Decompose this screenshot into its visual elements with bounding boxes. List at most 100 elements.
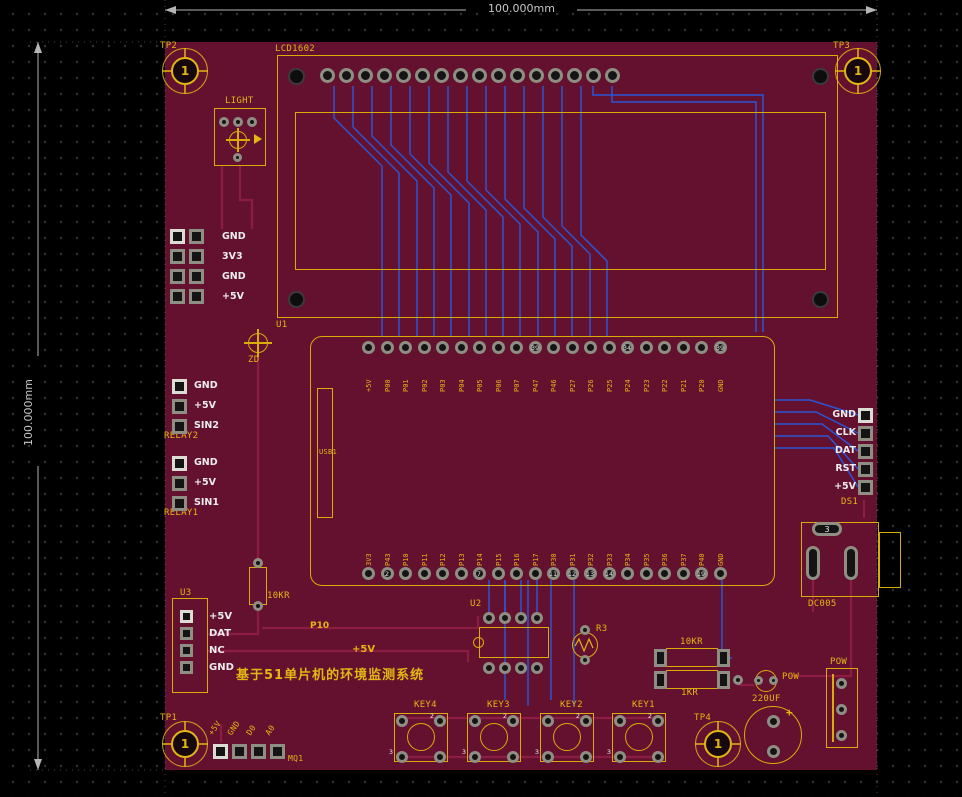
- mq1-pad[interactable]: [213, 744, 228, 759]
- header-pin-label[interactable]: +5V: [222, 291, 244, 302]
- key-outline[interactable]: [394, 713, 448, 762]
- testpoint-tp2[interactable]: 1: [162, 48, 208, 94]
- testpoint-tp4[interactable]: 1: [695, 721, 741, 767]
- cap-value[interactable]: 220UF: [752, 694, 781, 704]
- u2-pad[interactable]: [499, 662, 511, 674]
- u1-pin-label[interactable]: P46: [550, 379, 558, 392]
- u1-pad[interactable]: [436, 341, 449, 354]
- u1-pad[interactable]: [510, 341, 523, 354]
- u3-ref[interactable]: U3: [180, 588, 192, 598]
- relay1-ref[interactable]: RELAY1: [164, 508, 199, 518]
- u1-pad[interactable]: [492, 341, 505, 354]
- lcd-pad[interactable]: [529, 68, 544, 83]
- u1-pin-label[interactable]: P25: [606, 379, 614, 392]
- dc005-outline-ext[interactable]: [879, 532, 901, 588]
- u1-pin-label[interactable]: P03: [439, 379, 447, 392]
- u1-pad[interactable]: [547, 341, 560, 354]
- pow-led-pad[interactable]: [769, 676, 778, 685]
- u3-pin-label[interactable]: +5V: [209, 611, 233, 622]
- lcd-pad[interactable]: [339, 68, 354, 83]
- u1-pin-label[interactable]: P32: [587, 553, 595, 566]
- ds1-ref[interactable]: DS1: [841, 497, 859, 507]
- dimension-horizontal[interactable]: 100.000mm: [488, 2, 555, 15]
- u1-pin-label[interactable]: P43: [384, 553, 392, 566]
- u1-pin-label[interactable]: P13: [458, 553, 466, 566]
- testpoint-tp1[interactable]: 1: [162, 721, 208, 767]
- relay2-pad[interactable]: [172, 399, 187, 414]
- key-pad[interactable]: [652, 751, 664, 763]
- u1-outline[interactable]: [310, 336, 775, 586]
- u1-pad[interactable]: [695, 341, 708, 354]
- key-button-circle[interactable]: [407, 723, 435, 751]
- u3-pad[interactable]: [180, 661, 193, 674]
- header-pad[interactable]: [189, 269, 204, 284]
- u2-pad[interactable]: [515, 612, 527, 624]
- relay1-pin-label[interactable]: +5V: [194, 477, 216, 488]
- board-title-silkscreen[interactable]: 基于51单片机的环境监测系统: [236, 668, 425, 683]
- light-pad[interactable]: [233, 153, 242, 162]
- resistor-pad[interactable]: [654, 671, 667, 689]
- u1-pin-label[interactable]: P00: [384, 379, 392, 392]
- resistor-outline[interactable]: [666, 648, 718, 667]
- key-ref[interactable]: KEY2: [560, 700, 583, 710]
- lcd-pad[interactable]: [434, 68, 449, 83]
- lcd-mount-hole[interactable]: [812, 291, 829, 308]
- lcd-mount-hole[interactable]: [288, 68, 305, 85]
- key-ref[interactable]: KEY1: [632, 700, 655, 710]
- u1-pad[interactable]: [566, 567, 579, 580]
- lcd-pad[interactable]: [358, 68, 373, 83]
- u1-pad[interactable]: [529, 341, 542, 354]
- usb1-ref[interactable]: USB1: [319, 448, 338, 456]
- pow-reg-pad[interactable]: [836, 678, 847, 689]
- lcd-pad[interactable]: [605, 68, 620, 83]
- ds1-pin-label[interactable]: RST: [835, 463, 856, 474]
- u2-pad[interactable]: [499, 612, 511, 624]
- u1-pad[interactable]: [714, 341, 727, 354]
- u1-pin-label[interactable]: P02: [421, 379, 429, 392]
- pow-reg-pad[interactable]: [836, 704, 847, 715]
- u1-pin-label[interactable]: P36: [661, 553, 669, 566]
- u1-pad[interactable]: [399, 341, 412, 354]
- key-button-circle[interactable]: [625, 723, 653, 751]
- header-pad[interactable]: [189, 229, 204, 244]
- relay2-pad[interactable]: [172, 419, 187, 434]
- relay2-pin-label[interactable]: GND: [194, 380, 218, 391]
- via[interactable]: [733, 675, 743, 685]
- ds1-pad[interactable]: [858, 408, 873, 423]
- cap-outline[interactable]: [744, 706, 802, 764]
- lcd-pad[interactable]: [510, 68, 525, 83]
- dc005-ref[interactable]: DC005: [808, 599, 837, 609]
- pow-led-pad[interactable]: [754, 676, 763, 685]
- u1-pin-label[interactable]: P30: [550, 553, 558, 566]
- ds1-pin-label[interactable]: GND: [832, 409, 856, 420]
- key-pad[interactable]: [614, 715, 626, 727]
- u3-pin-label[interactable]: DAT: [209, 628, 232, 639]
- u1-pin-label[interactable]: P11: [421, 553, 429, 566]
- r3-pad[interactable]: [580, 625, 590, 635]
- u2-pad[interactable]: [531, 662, 543, 674]
- lcd-pad[interactable]: [472, 68, 487, 83]
- u2-pad[interactable]: [483, 612, 495, 624]
- key-pad[interactable]: [434, 751, 446, 763]
- u1-pad[interactable]: [362, 567, 375, 580]
- u1-pad[interactable]: [640, 341, 653, 354]
- u1-pad[interactable]: [529, 567, 542, 580]
- pow-reg-pad[interactable]: [836, 730, 847, 741]
- header-pin-label[interactable]: GND: [222, 271, 246, 282]
- u3-pad[interactable]: [180, 610, 193, 623]
- key-pad[interactable]: [614, 751, 626, 763]
- dc005-pad[interactable]: [844, 546, 858, 580]
- u2-pad[interactable]: [515, 662, 527, 674]
- u1-pad[interactable]: [677, 567, 690, 580]
- lcd-pad[interactable]: [377, 68, 392, 83]
- u1-pin-label[interactable]: P26: [587, 379, 595, 392]
- resistor-value[interactable]: 1KR: [681, 688, 699, 698]
- r3-ref[interactable]: R3: [596, 624, 608, 634]
- u1-pin-label[interactable]: P06: [495, 379, 503, 392]
- u1-pad[interactable]: [714, 567, 727, 580]
- key-ref[interactable]: KEY3: [487, 700, 510, 710]
- u1-pad[interactable]: [621, 341, 634, 354]
- tp2-ref[interactable]: TP2: [160, 41, 178, 51]
- relay1-pin-label[interactable]: GND: [194, 457, 218, 468]
- u3-pad[interactable]: [180, 644, 193, 657]
